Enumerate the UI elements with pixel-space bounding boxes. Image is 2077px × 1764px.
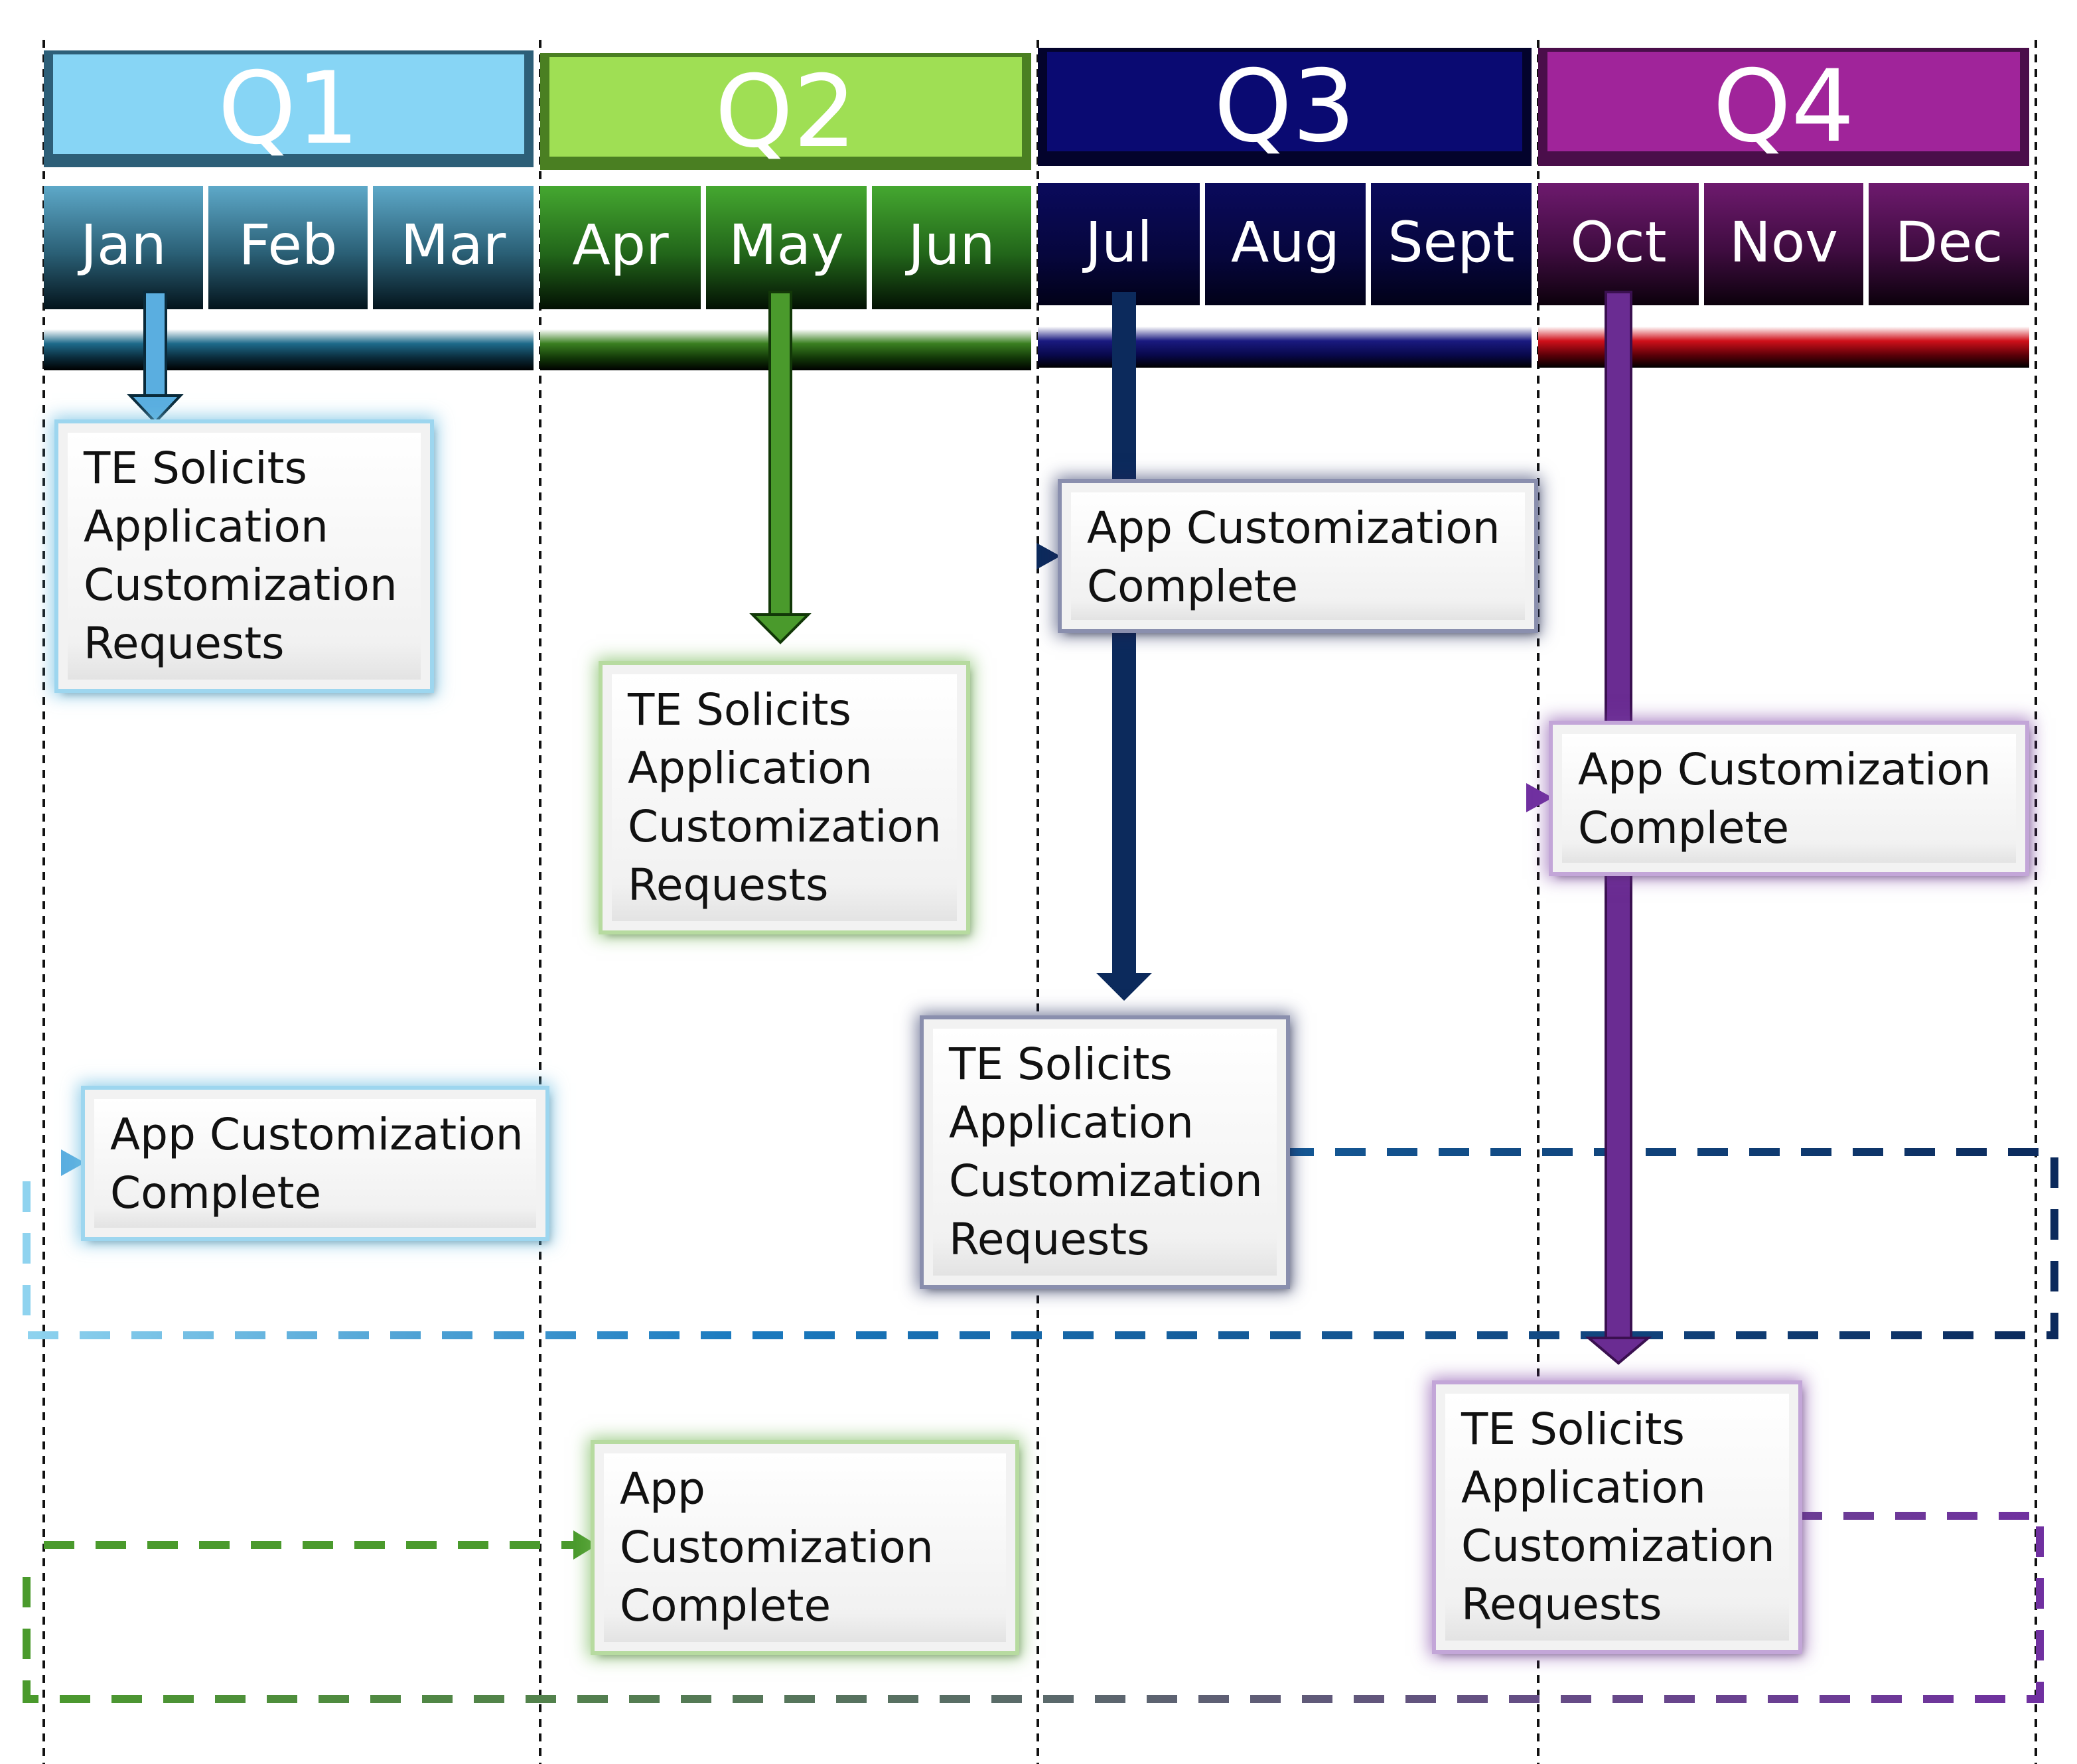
box-text-line: Complete [1087, 561, 1299, 612]
quarter-label: Q4 [1713, 49, 1855, 165]
month-cell-aug [1205, 183, 1366, 305]
quarter-bar-q1 [44, 329, 534, 370]
month-label: Feb [239, 212, 338, 277]
quarter-banner-fill [549, 57, 1022, 157]
box-text-line: Customization [628, 801, 942, 852]
complete-box-q2: App Customization Complete [595, 1444, 1015, 1651]
box-text-line: Application [628, 743, 873, 794]
arrowhead [573, 1530, 597, 1560]
box-text-line: Complete [1578, 802, 1790, 853]
box-text-line: TE Solicits [949, 1039, 1173, 1090]
month-cell-jun [872, 186, 1031, 309]
connector-arrowheads [61, 543, 1553, 1560]
complete-box-q4: App Customization Complete [1553, 725, 2025, 872]
quarter-banner-q1: Q1 [44, 50, 534, 167]
month-label: Aug [1231, 210, 1340, 275]
month-cell-dec [1869, 183, 2029, 305]
box-text-line: Application [1461, 1462, 1706, 1513]
quarter-banner-q4: Q4 [1538, 48, 2029, 166]
box-text-line: Customization [1461, 1520, 1775, 1572]
quarter-banner-fill [1047, 52, 1522, 151]
solicit-box-q2: TE Solicits Application Customization Re… [603, 665, 966, 930]
box-text-line: Complete [110, 1167, 322, 1218]
arrowhead [61, 1149, 85, 1176]
quarter-label: Q3 [1214, 49, 1356, 165]
month-label: Jan [77, 212, 167, 277]
box-text-line: Application [84, 501, 328, 552]
box-text-line: Requests [1461, 1579, 1662, 1630]
box-text-line: Requests [84, 618, 285, 669]
solicit-box-q4: TE Solicits Application Customization Re… [1436, 1384, 1798, 1650]
complete-box-q1: App Customization Complete [85, 1090, 545, 1237]
box-text-line: Requests [949, 1214, 1150, 1265]
solicit-box-q1: TE Solicits Application Customization Re… [58, 423, 430, 689]
month-label: Sept [1388, 210, 1514, 275]
month-label: Jul [1082, 210, 1152, 275]
box-text-line: Customization [620, 1522, 934, 1573]
month-label: Oct [1570, 210, 1666, 275]
connector-q4-wrap [23, 1512, 2044, 1703]
quarter-banner-fill [53, 54, 524, 154]
month-cell-may [706, 186, 867, 309]
down-arrow-q1 [127, 291, 184, 424]
box-text-line: App Customization [1578, 744, 1991, 795]
arrowhead [1526, 783, 1553, 812]
month-cell-oct [1538, 183, 1699, 305]
month-cell-apr [540, 186, 701, 309]
month-cell-nov [1704, 183, 1863, 305]
complete-box-q3: App Customization Complete [1062, 483, 1534, 629]
arrowhead [1037, 543, 1060, 569]
down-arrow-q3 [1096, 292, 1152, 1001]
quarter-bar-q3 [1038, 327, 1532, 368]
quarter-banner-q2: Q2 [540, 53, 1031, 170]
box-text-line: Requests [628, 859, 829, 911]
month-row: Jan Feb Mar Apr May Jun Jul Aug Sept Oct… [44, 183, 2029, 309]
box-text-line: Application [949, 1097, 1194, 1148]
quarter-label: Q2 [715, 54, 857, 170]
month-cell-sept [1371, 183, 1532, 305]
connector-q3-wrap [23, 1148, 2058, 1339]
box-text-line: App [620, 1463, 705, 1514]
month-cell-jul [1038, 183, 1200, 305]
month-label: Apr [572, 212, 669, 277]
box-text-line: Customization [84, 559, 397, 611]
box-text-line: TE Solicits [1461, 1404, 1685, 1455]
month-label: Mar [401, 212, 506, 277]
box-text-line: TE Solicits [628, 684, 851, 735]
quarter-banner-fill [1547, 52, 2020, 151]
month-label: Jun [904, 212, 995, 277]
box-text-line: App Customization [110, 1109, 524, 1160]
box-text-line: Complete [620, 1580, 831, 1631]
quarter-banner-q3: Q3 [1038, 48, 1532, 166]
month-cell-mar [373, 186, 534, 309]
solicit-box-q3: TE Solicits Application Customization Re… [924, 1019, 1286, 1285]
month-cell-jan [44, 186, 203, 309]
month-label: Dec [1895, 210, 2003, 275]
quarter-label: Q1 [218, 51, 360, 167]
box-text-line: Customization [949, 1155, 1263, 1207]
down-arrow-q2 [749, 291, 812, 644]
month-cell-feb [208, 186, 368, 309]
month-label: May [729, 212, 844, 277]
box-text-line: App Customization [1087, 502, 1500, 553]
month-label: Nov [1729, 210, 1838, 275]
box-text-line: TE Solicits [84, 443, 307, 494]
dashed-connectors [23, 552, 2058, 1703]
